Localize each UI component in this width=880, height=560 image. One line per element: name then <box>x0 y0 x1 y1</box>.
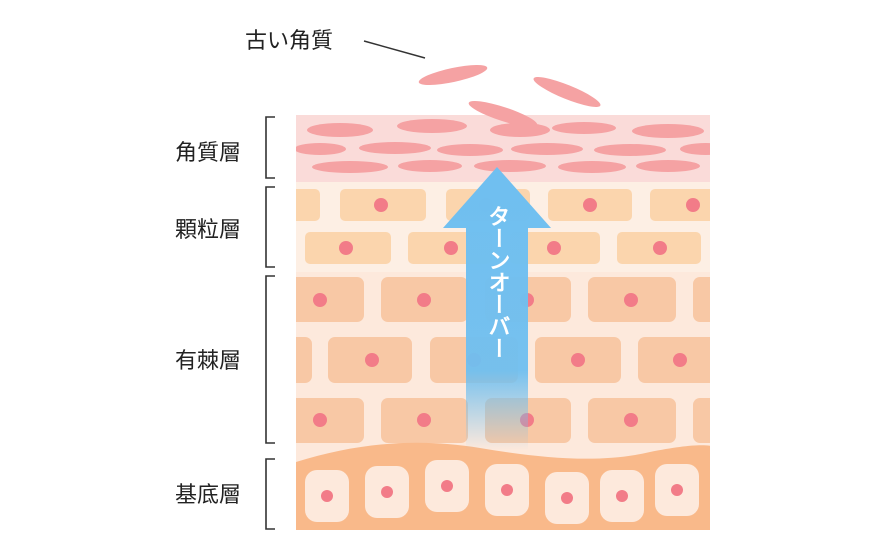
old-keratin-label: 古い角質 <box>245 29 333 54</box>
old-keratin-leader-line <box>363 40 426 59</box>
stratum-spinosum-label: 有棘層 <box>175 349 241 374</box>
stratum-basale-label: 基底層 <box>175 483 241 508</box>
basal-cells <box>305 460 699 524</box>
corneum-flakes <box>296 119 710 173</box>
old-keratin-flakes <box>418 65 601 127</box>
basale-bracket <box>265 458 275 530</box>
stratum-corneum-label: 角質層 <box>175 141 241 166</box>
granulosum-bracket <box>265 186 275 268</box>
corneum-bracket <box>265 116 275 179</box>
layer-brackets <box>265 116 275 530</box>
granular-cells <box>296 189 710 264</box>
turnover-label: ターンオーバー <box>485 205 510 359</box>
turnover-arrow <box>443 167 551 450</box>
spinosum-bracket <box>265 275 275 444</box>
stratum-granulosum-label: 顆粒層 <box>175 218 241 243</box>
